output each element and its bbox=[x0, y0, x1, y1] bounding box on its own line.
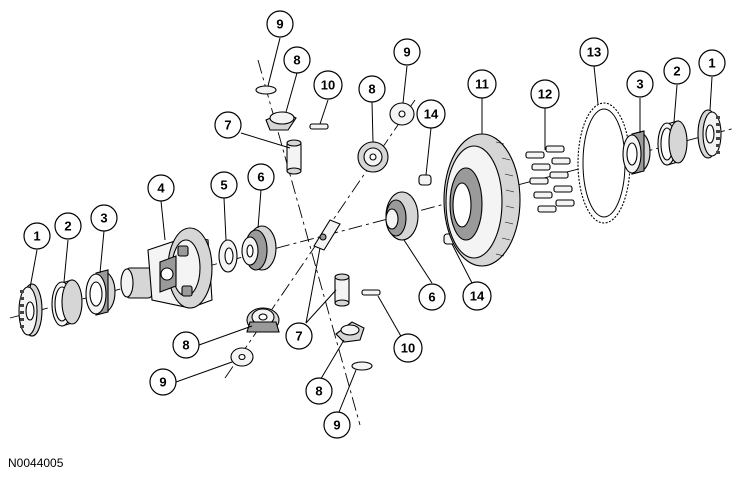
left-bearing-3 bbox=[85, 269, 116, 316]
pinion-washer-9-bottom bbox=[351, 361, 373, 371]
pinion-shaft-7-center bbox=[313, 219, 341, 251]
pinion-gear-8-mid bbox=[357, 141, 389, 173]
callout-6-left: 6 bbox=[247, 163, 275, 191]
svg-text:12: 12 bbox=[538, 87, 552, 102]
svg-text:1: 1 bbox=[33, 229, 40, 244]
spacer-14-upper bbox=[418, 174, 432, 186]
pinion-shaft-7-lower bbox=[334, 273, 350, 307]
callout-8-top: 8 bbox=[283, 46, 311, 74]
callout-10-top: 10 bbox=[313, 70, 343, 100]
exciter-ring-13 bbox=[577, 102, 631, 224]
ring-gear-11 bbox=[443, 133, 521, 267]
callout-1-right: 1 bbox=[698, 49, 726, 77]
pinion-washer-9-top bbox=[255, 85, 277, 95]
callout-14-top: 14 bbox=[416, 99, 446, 129]
svg-text:14: 14 bbox=[470, 289, 485, 304]
right-race-2 bbox=[657, 120, 688, 166]
svg-text:13: 13 bbox=[587, 45, 601, 60]
svg-text:9: 9 bbox=[159, 375, 166, 390]
callout-9-mid: 9 bbox=[393, 38, 421, 66]
callout-12: 12 bbox=[530, 79, 560, 109]
svg-text:4: 4 bbox=[157, 181, 165, 196]
figure-id: N0044005 bbox=[8, 456, 64, 470]
pinion-gear-8-bottom bbox=[335, 321, 365, 343]
svg-text:5: 5 bbox=[220, 178, 227, 193]
thrust-washer-5 bbox=[218, 239, 238, 273]
callout-3-right: 3 bbox=[626, 70, 654, 98]
callout-5: 5 bbox=[210, 171, 238, 199]
callout-2-left: 2 bbox=[54, 212, 82, 240]
lock-pin-10-top bbox=[309, 123, 329, 130]
callout-9-bottom: 9 bbox=[323, 411, 351, 439]
callout-11: 11 bbox=[467, 69, 497, 99]
left-bearing-cup-1 bbox=[18, 283, 43, 337]
callout-8-bottom: 8 bbox=[305, 377, 333, 405]
pinion-shaft-7-top bbox=[286, 139, 302, 175]
pinion-gear-8-lower bbox=[246, 307, 280, 333]
callout-1-left: 1 bbox=[23, 222, 51, 250]
svg-text:9: 9 bbox=[333, 418, 340, 433]
svg-text:9: 9 bbox=[403, 45, 410, 60]
svg-text:10: 10 bbox=[321, 78, 335, 93]
callout-4: 4 bbox=[147, 174, 175, 202]
side-gear-6-left bbox=[241, 225, 277, 271]
callout-8-mid: 8 bbox=[358, 75, 386, 103]
pinion-washer-9-mid bbox=[389, 102, 415, 126]
ring-gear-bolts-12 bbox=[525, 145, 575, 213]
svg-text:3: 3 bbox=[636, 77, 643, 92]
callout-10-low: 10 bbox=[393, 333, 423, 363]
callout-13: 13 bbox=[579, 37, 609, 67]
right-bearing-3 bbox=[622, 130, 651, 175]
callout-7-top: 7 bbox=[214, 111, 242, 139]
callout-14-low: 14 bbox=[462, 281, 492, 311]
svg-text:2: 2 bbox=[64, 219, 71, 234]
svg-text:9: 9 bbox=[276, 17, 283, 32]
callout-2-right: 2 bbox=[663, 57, 691, 85]
svg-text:8: 8 bbox=[368, 82, 375, 97]
svg-text:8: 8 bbox=[293, 53, 300, 68]
pinion-washer-9-lower bbox=[230, 347, 254, 367]
svg-text:6: 6 bbox=[257, 170, 264, 185]
svg-text:3: 3 bbox=[100, 211, 107, 226]
svg-text:6: 6 bbox=[428, 290, 435, 305]
svg-text:10: 10 bbox=[401, 341, 415, 356]
right-bearing-cup-1 bbox=[697, 109, 722, 159]
svg-text:7: 7 bbox=[224, 118, 231, 133]
pinion-gear-8-top bbox=[265, 111, 297, 131]
side-gear-6-right bbox=[385, 191, 419, 241]
leader-lines bbox=[29, 37, 713, 418]
svg-text:8: 8 bbox=[315, 384, 322, 399]
svg-text:8: 8 bbox=[182, 338, 189, 353]
svg-text:14: 14 bbox=[424, 107, 439, 122]
callout-3-left: 3 bbox=[90, 204, 118, 232]
lock-pin-10-lower bbox=[361, 289, 381, 296]
callout-6-right: 6 bbox=[418, 283, 446, 311]
left-race-2 bbox=[51, 279, 83, 327]
svg-text:1: 1 bbox=[708, 56, 715, 71]
callout-8-low: 8 bbox=[172, 331, 200, 359]
callout-7-low: 7 bbox=[285, 322, 313, 350]
callout-9-low: 9 bbox=[149, 368, 177, 396]
svg-text:11: 11 bbox=[475, 77, 489, 92]
differential-case-4 bbox=[120, 227, 213, 309]
svg-text:2: 2 bbox=[673, 64, 680, 79]
svg-text:7: 7 bbox=[295, 329, 302, 344]
callout-9-top: 9 bbox=[266, 10, 294, 38]
